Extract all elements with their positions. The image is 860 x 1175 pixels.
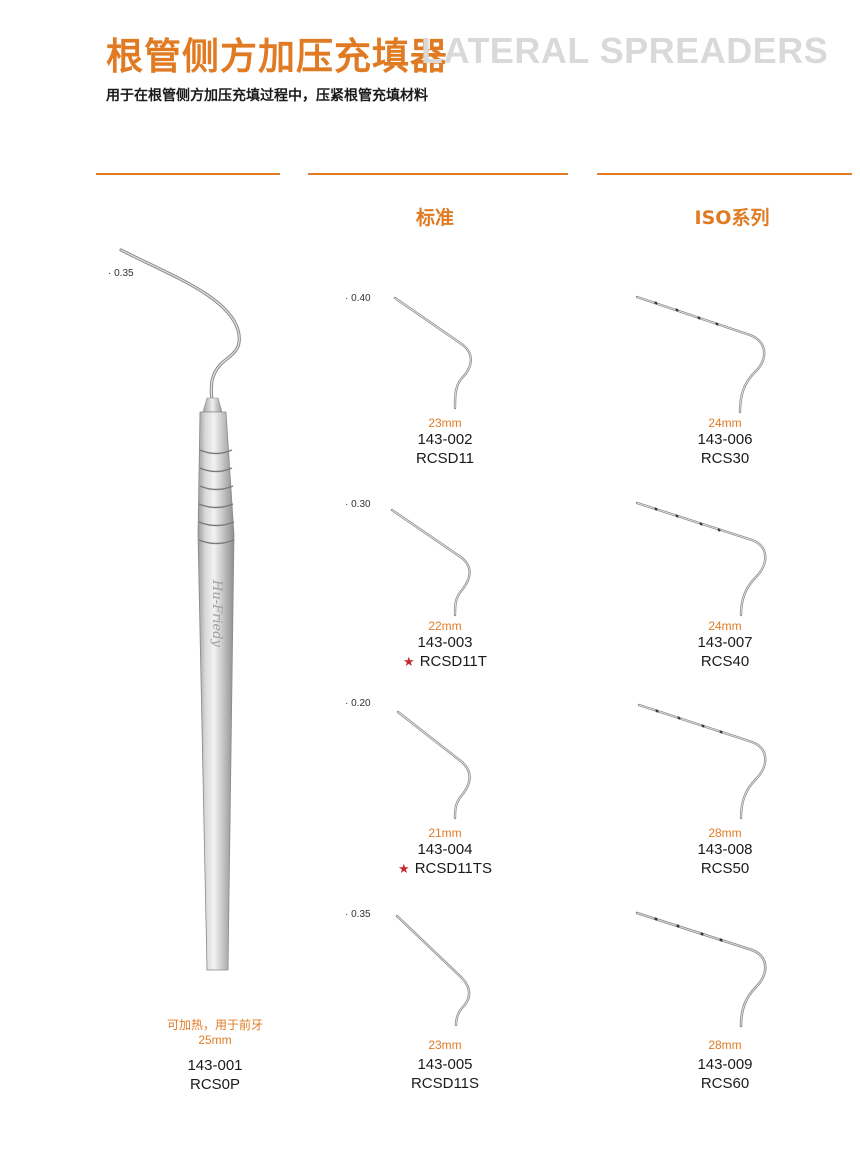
column-header-iso: ISO系列	[694, 207, 770, 229]
model-text: RCSD11S	[410, 1075, 480, 1092]
product-caption-143-001: 可加热，用于前牙 25mm 143-001 RCS0P	[120, 1018, 310, 1094]
model-number: ★ RCSD11T	[365, 652, 525, 671]
page-title-english: LATERAL SPREADERS	[421, 30, 829, 71]
product-code: 143-002	[417, 431, 473, 448]
star-icon: ★	[398, 861, 410, 876]
iso-instrument-image-3	[637, 703, 767, 820]
product-caption-143-009: 28mm 143-009 RCS60	[645, 1038, 805, 1093]
length-label: 21mm	[428, 826, 462, 840]
model-number: ★ RCSD11TS	[365, 859, 525, 878]
tip-diameter-label: · 0.40	[345, 293, 371, 304]
star-icon: ★	[403, 654, 415, 669]
tip-diameter-label: · 0.20	[345, 698, 371, 709]
standard-instrument-image-3	[396, 710, 471, 820]
length-label: 25mm	[198, 1033, 232, 1047]
page-subtitle: 用于在根管侧方加压充填过程中，压紧根管充填材料	[106, 88, 428, 104]
iso-instrument-image-4	[635, 911, 767, 1028]
product-code: 143-004	[417, 841, 473, 858]
iso-instrument-image-2	[635, 501, 767, 617]
length-label: 28mm	[708, 826, 742, 840]
product-caption-143-004: 21mm 143-004 ★ RCSD11TS	[365, 826, 525, 878]
standard-instrument-image-2	[390, 508, 471, 617]
model-text: RCSD11	[415, 450, 475, 467]
page-title-chinese: 根管侧方加压充填器	[106, 35, 448, 78]
length-label: 28mm	[708, 1038, 742, 1052]
product-caption-143-006: 24mm 143-006 RCS30	[645, 416, 805, 468]
length-label: 23mm	[428, 416, 462, 430]
section-divider-right	[597, 173, 852, 175]
model-number: RCS40	[700, 653, 750, 670]
product-code: 143-007	[697, 634, 753, 651]
model-number: RCS60	[700, 1075, 750, 1092]
length-label: 24mm	[708, 619, 742, 633]
section-divider-left	[96, 173, 280, 175]
product-code: 143-003	[417, 634, 473, 651]
model-number: RCSD11S	[365, 1074, 525, 1093]
tip-diameter-label: · 0.35	[108, 268, 134, 279]
handle-engraving: Hu-Friedy	[209, 579, 224, 648]
handle-grip-rings	[198, 449, 235, 545]
product-code: 143-008	[697, 841, 753, 858]
product-code: 143-006	[697, 431, 753, 448]
model-number: RCSD11	[365, 449, 525, 468]
length-label: 22mm	[428, 619, 462, 633]
product-code: 143-005	[417, 1056, 473, 1073]
model-text: RCSD11T	[419, 653, 487, 670]
section-divider-middle	[308, 173, 568, 175]
product-code: 143-009	[697, 1056, 753, 1073]
column-header-standard: 标准	[415, 207, 454, 229]
length-label: 24mm	[708, 416, 742, 430]
model-number: RCS30	[700, 450, 750, 467]
product-code: 143-001	[187, 1057, 243, 1074]
tip-diameter-label: · 0.35	[345, 909, 371, 920]
product-caption-143-002: 23mm 143-002 RCSD11	[365, 416, 525, 468]
product-caption-143-008: 28mm 143-008 RCS50	[645, 826, 805, 878]
iso-instrument-image-1	[635, 295, 766, 414]
model-number: RCS0P	[189, 1076, 241, 1093]
model-number: RCS50	[700, 860, 750, 877]
tip-diameter-label: · 0.30	[345, 499, 371, 510]
length-label: 23mm	[428, 1038, 462, 1052]
product-caption-143-007: 24mm 143-007 RCS40	[645, 619, 805, 671]
product-caption-143-005: 23mm 143-005 RCSD11S	[365, 1038, 525, 1093]
model-text: RCSD11TS	[414, 860, 492, 877]
main-instrument-image: Hu-Friedy	[119, 248, 241, 971]
standard-instrument-image-1	[393, 296, 472, 410]
standard-instrument-image-4	[395, 914, 471, 1027]
product-caption-143-003: 22mm 143-003 ★ RCSD11T	[365, 619, 525, 671]
usage-note: 可加热，用于前牙	[166, 1018, 263, 1032]
